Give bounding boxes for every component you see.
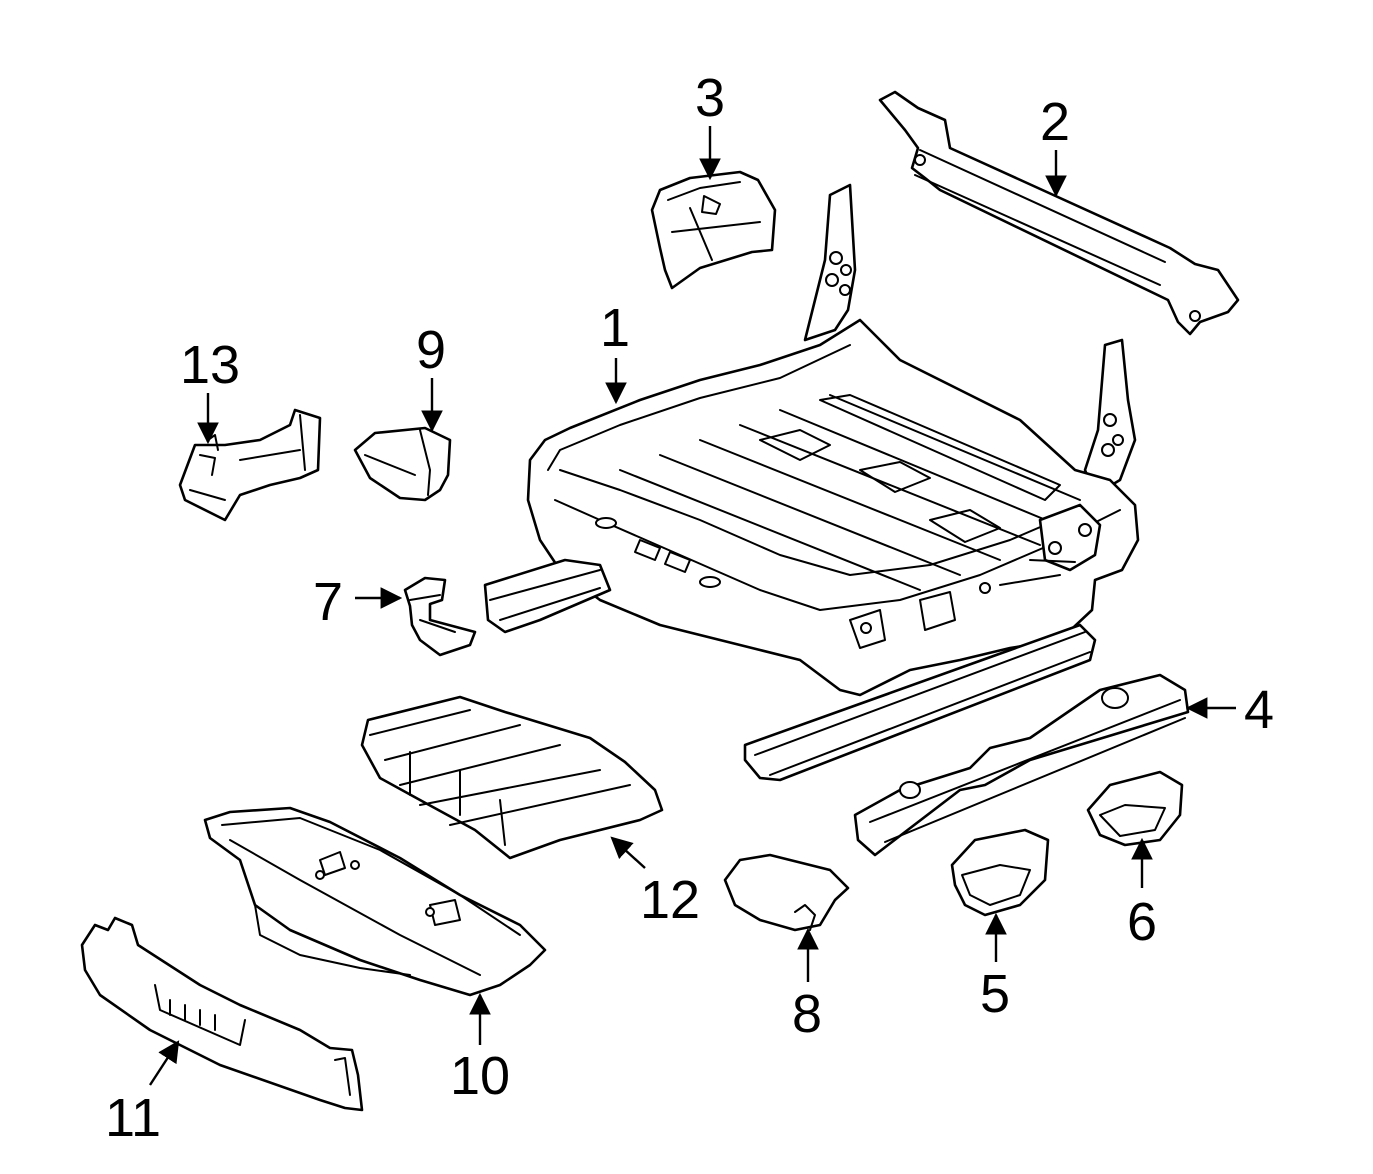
callout-12: 12 (640, 870, 700, 930)
part-8-trim-cover[interactable] (723, 853, 850, 932)
callout-labels: 1 2 3 4 5 6 7 8 9 10 11 12 13 (105, 68, 1274, 1148)
part-7-bracket[interactable] (403, 576, 477, 657)
callout-13: 13 (180, 335, 240, 395)
callout-3: 3 (695, 68, 725, 128)
part-2-rear-cross-member[interactable] (878, 90, 1240, 336)
callout-9: 9 (416, 320, 446, 380)
callout-1: 1 (600, 298, 630, 358)
callout-10: 10 (450, 1046, 510, 1106)
leader-arrows (148, 126, 1236, 1086)
part-13-bracket[interactable] (178, 408, 322, 522)
part-4-seat-track[interactable] (743, 623, 1190, 857)
callout-6: 6 (1127, 892, 1157, 952)
part-9-trim-cover[interactable] (353, 426, 452, 502)
callout-5: 5 (980, 964, 1010, 1024)
leader-12 (610, 836, 646, 869)
callout-7: 7 (313, 572, 343, 632)
part-6-trim-cover[interactable] (1086, 770, 1184, 847)
part-10-seat-pan[interactable] (203, 806, 547, 997)
callout-8: 8 (792, 984, 822, 1044)
part-12-foam-tray[interactable] (360, 695, 664, 860)
callout-11: 11 (105, 1088, 161, 1148)
part-1-seat-frame[interactable] (483, 183, 1140, 697)
part-3-side-cover[interactable] (650, 170, 777, 290)
callout-4: 4 (1244, 680, 1274, 740)
part-11-front-trim[interactable] (80, 916, 364, 1112)
leader-11 (148, 1040, 180, 1086)
part-5-trim-cover[interactable] (950, 828, 1050, 917)
callout-2: 2 (1040, 92, 1070, 152)
